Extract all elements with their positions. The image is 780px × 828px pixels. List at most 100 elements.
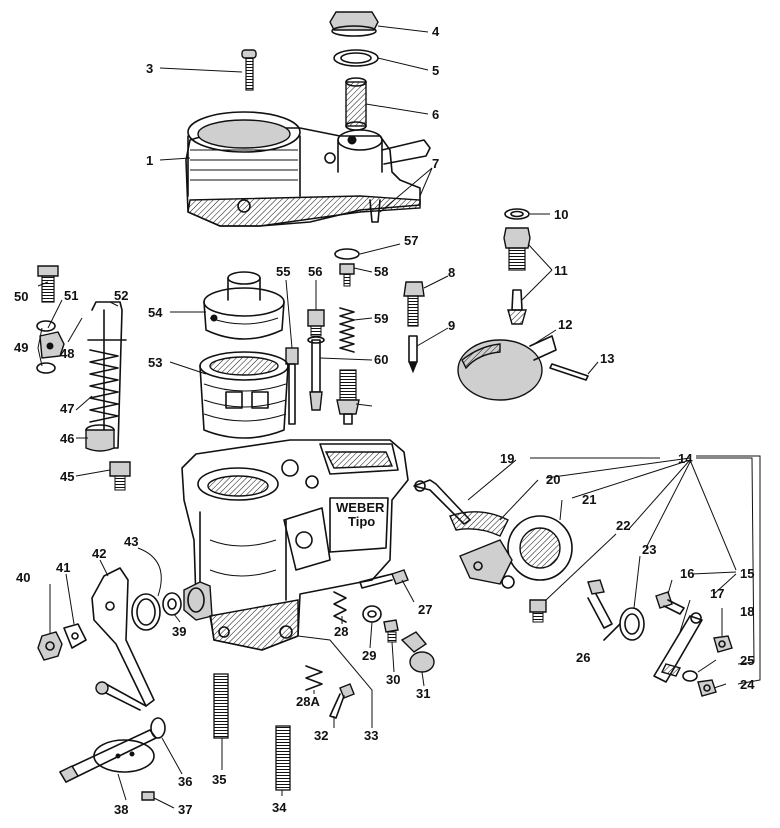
callout-53: 54	[148, 305, 163, 320]
callout-24: 24	[740, 677, 755, 692]
spring-43-part	[131, 593, 161, 631]
callout-46: 47	[60, 401, 74, 416]
callout-41: 41	[56, 560, 70, 575]
main-venturi-part	[199, 351, 289, 439]
callout-36: 36	[178, 774, 192, 789]
washer-29-part	[362, 605, 382, 623]
callout-7: 7	[432, 156, 439, 171]
callout-49: 50	[14, 289, 28, 304]
brand-mark: WEBER	[336, 500, 385, 515]
callout-54: 55	[276, 264, 290, 279]
carburettor-body-part: WEBER Tipo	[181, 439, 409, 651]
callout-16: 16	[680, 566, 694, 581]
callout-44: 45	[60, 469, 74, 484]
callout-20: 20	[546, 472, 560, 487]
spring-23-part	[603, 607, 645, 641]
callout-22: 22	[616, 518, 630, 533]
inlet-washer-part	[504, 208, 530, 220]
float-part	[457, 335, 557, 401]
spring-46-part	[89, 349, 119, 423]
spring-part	[339, 307, 355, 353]
callout-58: 59	[374, 311, 388, 326]
screw-30-part	[383, 619, 399, 643]
callout-5: 5	[432, 63, 439, 78]
carburettor-cover-part	[185, 111, 431, 227]
washer-48-lower-part	[36, 362, 56, 374]
nut-24-part	[697, 679, 717, 697]
throttle-disc-part	[93, 739, 155, 773]
callout-23: 23	[642, 542, 656, 557]
air-jet-screw-part	[403, 281, 425, 327]
auxiliary-venturi-part	[203, 271, 285, 340]
callout-27: 27	[418, 602, 432, 617]
callout-13: 13	[600, 351, 614, 366]
callout-38: 38	[114, 802, 128, 817]
callout-12: 12	[558, 317, 572, 332]
callout-47: 48	[60, 346, 74, 361]
callout-3: 3	[146, 61, 153, 76]
callout-48: 49	[14, 340, 28, 355]
bracket-50-part	[39, 331, 65, 359]
callout-42: 42	[92, 546, 106, 561]
callout-37: 37	[178, 802, 192, 817]
lever-42-part	[91, 567, 155, 711]
callout-57: 58	[374, 264, 388, 279]
nut-18-part	[713, 635, 733, 653]
screw-22-part	[529, 599, 547, 623]
callout-14: 14	[678, 451, 693, 466]
throttle-shaft-part	[59, 717, 166, 783]
callout-28A: 28A	[296, 694, 320, 709]
callout-43: 43	[124, 534, 138, 549]
callout-29: 29	[362, 648, 376, 663]
model-mark: Tipo	[348, 514, 375, 529]
washer-48-upper-part	[36, 320, 56, 332]
screw-37-part	[141, 791, 155, 801]
callout-59: 60	[374, 352, 388, 367]
plate-41-part	[63, 623, 87, 649]
callout-17: 17	[710, 586, 724, 601]
idle-jet-part	[307, 309, 325, 337]
callout-11: 11	[554, 263, 568, 278]
fuel-filter-part	[345, 77, 367, 131]
callout-10: 10	[554, 207, 568, 222]
lever-17-part	[653, 612, 703, 683]
callout-39: 39	[172, 624, 186, 639]
piston-45-part	[85, 424, 115, 452]
washer-39-part	[162, 592, 182, 616]
callout-labels: 3 4 5 6 1 7 10 11 12 13 8 9 57 58 59 60 …	[14, 24, 755, 817]
float-pin-part	[549, 363, 589, 381]
callout-19: 19	[500, 451, 514, 466]
callout-21: 21	[582, 492, 596, 507]
callout-1: 1	[146, 153, 153, 168]
callout-32: 32	[314, 728, 328, 743]
screw-27-part	[359, 569, 409, 589]
callout-56: 57	[404, 233, 418, 248]
callout-50: 51	[64, 288, 78, 303]
cover-screw-part	[241, 49, 257, 91]
callout-35: 35	[212, 772, 226, 787]
callout-15: 15	[740, 566, 754, 581]
pump-tube-part	[307, 336, 325, 411]
washer-part	[333, 49, 379, 67]
needle-pin-part	[408, 335, 418, 374]
callout-34: 34	[272, 800, 287, 815]
screw-26-part	[587, 579, 613, 629]
callout-18: 18	[740, 604, 754, 619]
callout-4: 4	[432, 24, 440, 39]
stud-34-part	[275, 725, 291, 791]
callout-45: 46	[60, 431, 74, 446]
callout-9: 9	[448, 318, 455, 333]
screw-16-part	[655, 591, 685, 615]
callout-33: 33	[364, 728, 378, 743]
callout-55: 56	[308, 264, 322, 279]
pump-diaphragm-20-part	[449, 511, 509, 537]
callout-40: 40	[16, 570, 30, 585]
parts-layer: WEBER Tipo	[36, 11, 733, 801]
spring-28-part	[333, 591, 347, 623]
callout-30: 30	[386, 672, 400, 687]
pump-cover-21-part	[459, 515, 573, 589]
stud-35-part	[213, 673, 229, 739]
valve-44-part	[109, 461, 131, 491]
nut-40-part	[37, 631, 63, 661]
